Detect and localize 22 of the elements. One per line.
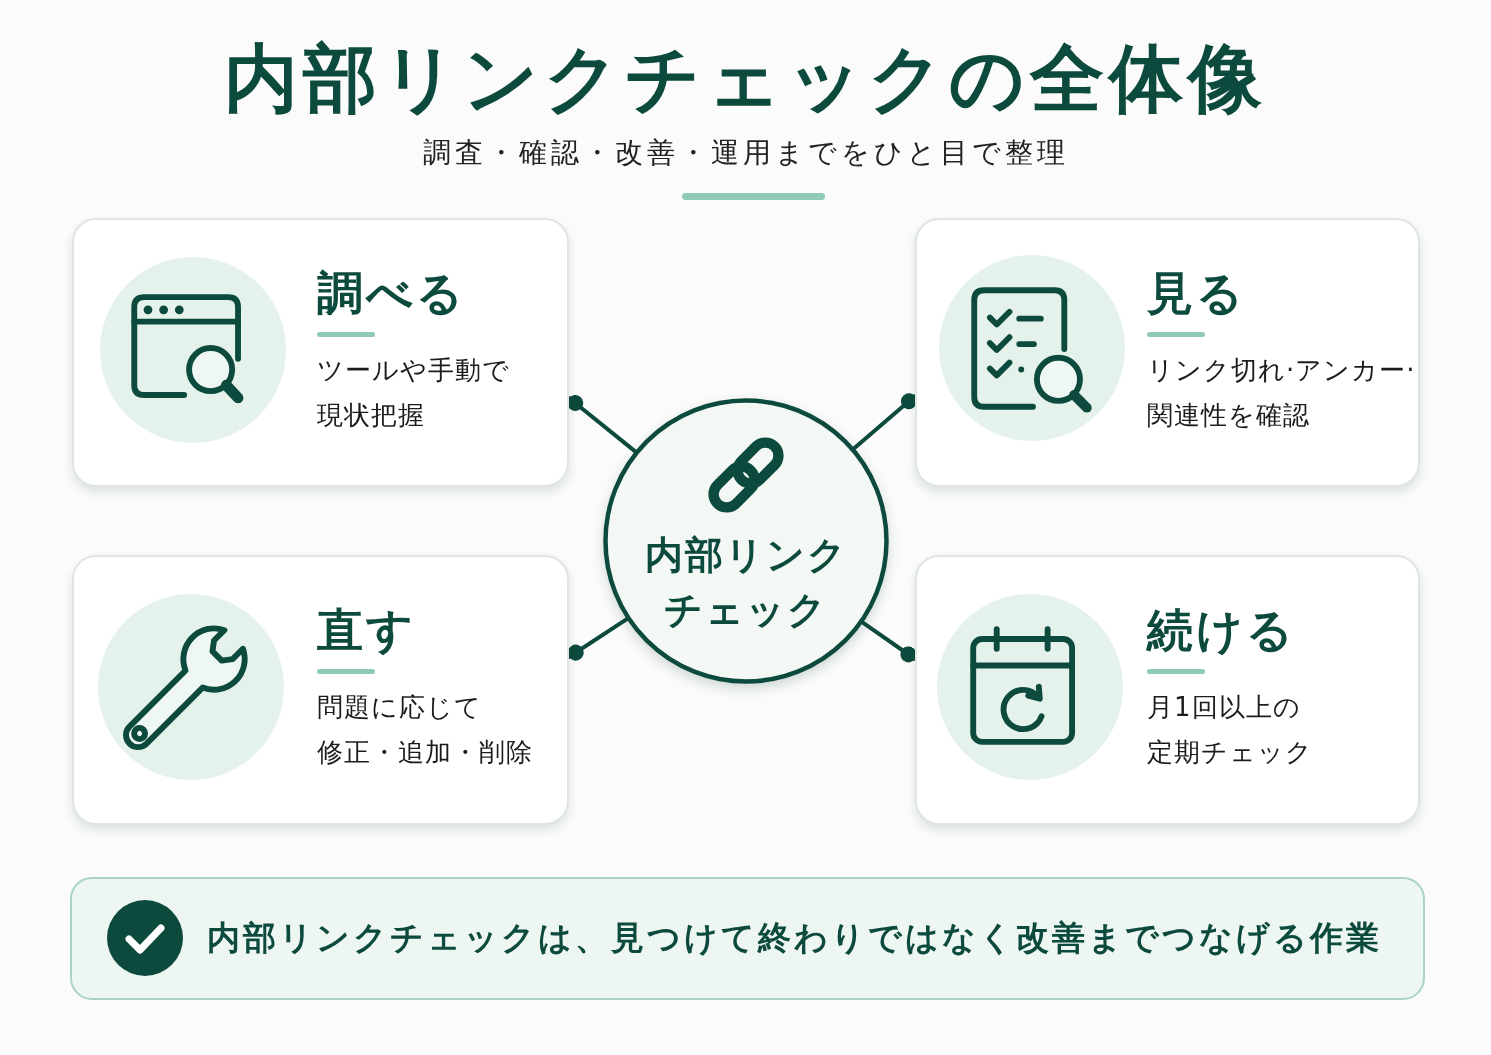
card-heading: 続ける [1147, 602, 1296, 658]
hub-circle [603, 398, 889, 684]
card-text: 問題に応じて修正・追加・削除 [317, 691, 534, 769]
connector-line [861, 620, 917, 663]
summary-text: 内部リンクチェックは、見つけて終わりではなく改善までつなげる作業 [207, 917, 1382, 959]
card-heading: 調べる [317, 265, 466, 321]
connector-line [567, 617, 629, 661]
hub-label: 内部リンクチェック [643, 532, 849, 634]
summary-banner [70, 877, 1425, 1000]
card-text: ツールや手動で現状把握 [317, 354, 511, 432]
card-heading: 直す [317, 602, 416, 658]
step-card [915, 218, 1420, 487]
card-heading: 見る [1147, 265, 1246, 321]
step-card [72, 555, 569, 825]
card-text: 月1回以上の定期チェック [1147, 691, 1314, 769]
subtitle: 調査・確認・改善・運用までをひと目で整理 [422, 135, 1069, 171]
card-text: リンク切れ·アンカー·関連性を確認 [1147, 354, 1417, 432]
step-card [72, 218, 569, 487]
step-card [915, 555, 1420, 825]
connector-line [852, 393, 917, 450]
title: 内部リンクチェックの全体像 [224, 34, 1267, 123]
connector-line [567, 395, 637, 454]
